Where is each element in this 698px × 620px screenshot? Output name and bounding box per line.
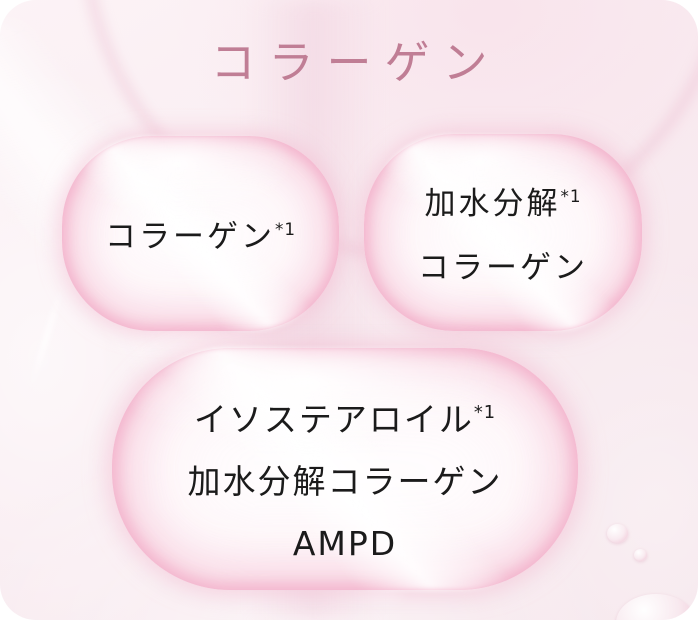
ingredient-line: AMPD xyxy=(293,509,397,571)
ingredient-line: 加水分解コラーゲン xyxy=(188,447,503,509)
ingredient-name: コラーゲン xyxy=(104,219,275,255)
ingredient-name: 加水分解 xyxy=(424,186,561,223)
ingredient-name: 加水分解コラーゲン xyxy=(187,461,503,501)
footnote-marker: *1 xyxy=(473,402,497,424)
bubble-hydrolyzed-collagen: 加水分解*1 コラーゲン xyxy=(364,134,642,331)
footnote-marker: *1 xyxy=(560,186,582,207)
water-droplet xyxy=(607,524,628,543)
bubble-collagen: コラーゲン*1 xyxy=(62,136,339,331)
ingredient-name: コラーゲン xyxy=(418,249,588,286)
ingredient-line: 加水分解*1 xyxy=(424,169,581,232)
footnote-marker: *1 xyxy=(274,218,296,239)
ingredient-line: コラーゲン xyxy=(418,233,588,296)
page-title: コラーゲン xyxy=(210,36,501,89)
ingredient-line: イソステアロイル*1 xyxy=(194,385,496,447)
ingredient-name: AMPD xyxy=(292,523,398,563)
background-thin-streak xyxy=(26,283,67,391)
bubble-isostearoyl-hydrolyzed-collagen-ampd: イソステアロイル*1 加水分解コラーゲン AMPD xyxy=(112,348,578,590)
water-droplet xyxy=(634,549,647,561)
ingredient-line: コラーゲン*1 xyxy=(105,211,296,256)
water-droplet xyxy=(616,594,696,620)
ingredient-name: イソステアロイル xyxy=(193,400,474,440)
